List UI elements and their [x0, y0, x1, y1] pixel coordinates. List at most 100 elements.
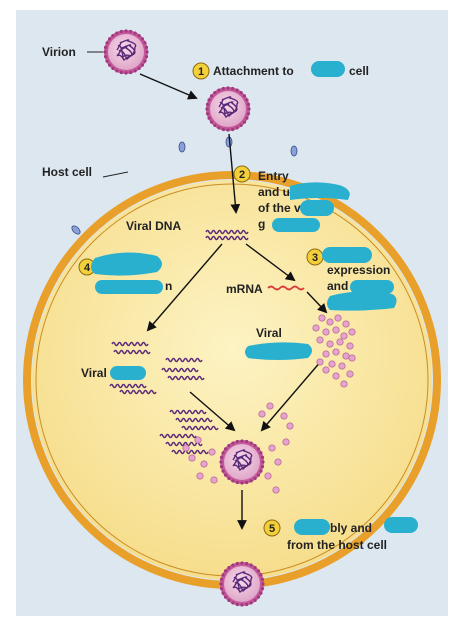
process-arrows — [139, 73, 328, 530]
viral-protein — [182, 444, 190, 452]
viral-protein — [348, 354, 356, 362]
viral-protein — [286, 422, 294, 430]
viral-protein — [316, 336, 324, 344]
step-1-text-a: Attachment to — [213, 64, 294, 78]
step-1-number: 1 — [198, 66, 204, 78]
viral-genomes-label: Viral — [81, 366, 107, 380]
virion-capsid — [108, 34, 144, 70]
redaction-5 — [322, 247, 372, 263]
replicated-genome — [171, 449, 209, 455]
replicated-genome — [111, 341, 149, 347]
replicated-genome — [161, 367, 199, 373]
step-2: 2 Entry and u of the v g — [233, 165, 301, 231]
replicated-genome — [169, 409, 207, 415]
viral-protein — [258, 410, 266, 418]
viral-protein — [348, 328, 356, 336]
arrow-attachment — [139, 73, 198, 100]
viral-protein — [334, 314, 342, 322]
step-5: 5 bly and from the host cell — [263, 519, 387, 552]
step-4-number: 4 — [84, 262, 91, 274]
replicated-genome — [165, 441, 203, 447]
replicated-genome — [165, 357, 203, 363]
redaction-7 — [327, 291, 397, 311]
viral-protein — [346, 370, 354, 378]
virion-attached — [205, 86, 251, 132]
virion-genome — [218, 96, 239, 119]
viral-dna-genome — [205, 229, 249, 241]
viral-protein — [342, 352, 350, 360]
viral-protein — [312, 324, 320, 332]
viral-protein — [272, 486, 280, 494]
arrow-to-proteins — [306, 291, 328, 314]
viral-protein — [210, 476, 218, 484]
arrow-to-mrna — [245, 243, 296, 282]
step-3-line-1: expression — [327, 263, 390, 277]
virion-genome — [232, 571, 253, 594]
viral-protein — [322, 350, 330, 358]
viral-protein — [340, 380, 348, 388]
viral-protein — [332, 372, 340, 380]
virion-genome — [116, 39, 137, 62]
viral-proteins-label: Viral — [256, 326, 282, 340]
viral-protein — [338, 362, 346, 370]
redaction-4 — [272, 218, 320, 232]
viral-protein — [326, 340, 334, 348]
replicated-viral-genomes — [109, 341, 219, 455]
viral-protein — [194, 436, 202, 444]
viral-protein — [316, 358, 324, 366]
viral-protein — [318, 314, 326, 322]
redaction-marks — [91, 61, 418, 535]
mrna-label: mRNA — [226, 282, 263, 296]
host-cell-label: Host cell — [42, 165, 92, 179]
redaction-9 — [95, 280, 163, 294]
viral-protein — [196, 472, 204, 480]
virion-capsid — [224, 444, 260, 480]
redaction-2 — [290, 182, 350, 200]
redaction-3 — [300, 200, 334, 216]
arrow-to-replication — [146, 243, 223, 332]
viral-protein — [208, 448, 216, 456]
step-2-line-2: and u — [258, 185, 290, 199]
replicated-genome — [175, 417, 213, 423]
viral-protein — [268, 444, 276, 452]
viral-protein — [332, 348, 340, 356]
step-5-line-2: from the host cell — [287, 538, 387, 552]
arrow-proteins-to-assembly — [260, 359, 323, 432]
replicated-genome — [181, 425, 219, 431]
replicated-genome — [119, 389, 157, 395]
step-2-line-1: Entry — [258, 169, 289, 183]
viral-protein — [282, 438, 290, 446]
step-2-badge — [233, 165, 251, 183]
virion-genome — [232, 449, 253, 472]
step-1-badge — [192, 62, 210, 80]
virion-assembling — [219, 439, 265, 485]
virion-label: Virion — [42, 45, 76, 59]
step-2-line-3: of the v — [258, 201, 301, 215]
viral-protein-cluster — [182, 314, 356, 494]
viral-protein — [326, 318, 334, 326]
viral-protein — [336, 338, 344, 346]
dna-strand-b — [205, 235, 249, 241]
arrow-genomes-to-assembly — [189, 391, 236, 432]
step-1: 1 Attachment to cell — [192, 62, 369, 80]
host-cell-label-line — [102, 171, 129, 178]
step-5-line-1: bly and — [330, 521, 372, 535]
viral-protein — [266, 402, 274, 410]
redaction-6 — [350, 280, 394, 294]
viral-protein — [200, 460, 208, 468]
viral-protein — [342, 320, 350, 328]
replicated-genome — [113, 349, 151, 355]
step-4-line-2: n — [165, 279, 172, 293]
step-1-text-b: cell — [349, 64, 369, 78]
step-2-line-4: g — [258, 217, 265, 231]
step-2-number: 2 — [239, 169, 245, 181]
host-cell-cytoplasm — [32, 180, 432, 580]
viral-protein — [280, 412, 288, 420]
replicated-genome — [167, 375, 205, 381]
redaction-10 — [245, 342, 312, 360]
viral-protein — [264, 472, 272, 480]
redaction-8 — [91, 252, 162, 276]
viral-protein — [322, 328, 330, 336]
viral-protein — [188, 454, 196, 462]
